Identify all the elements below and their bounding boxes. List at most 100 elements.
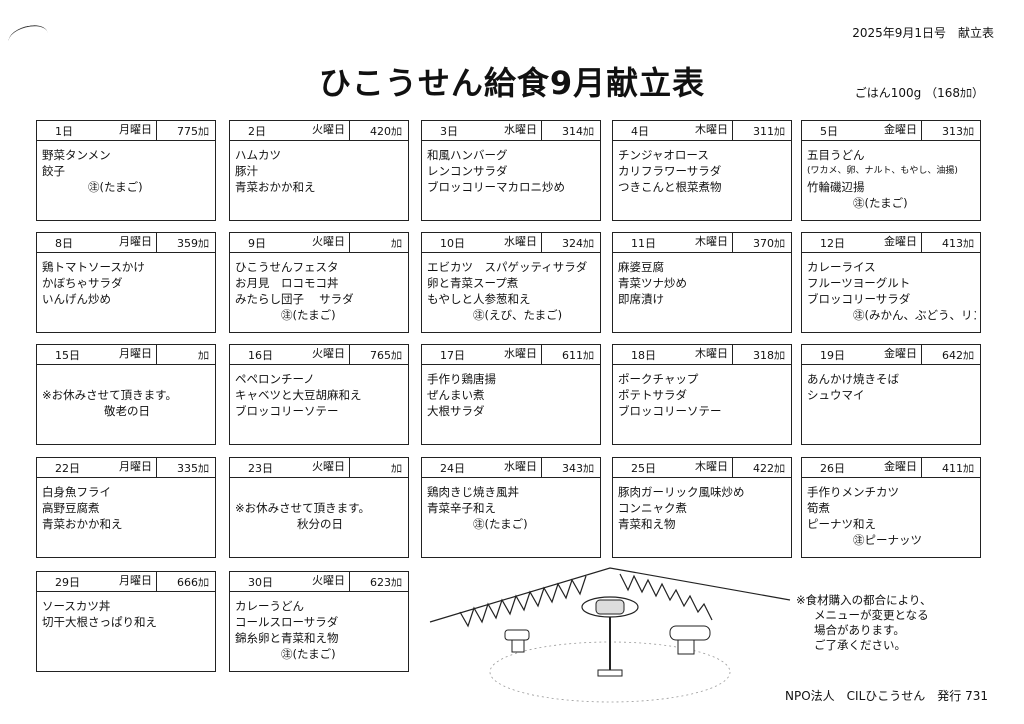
day-date: 1日 (55, 124, 73, 138)
day-weekday: 金曜日 (870, 458, 922, 477)
menu-items: ハムカツ豚汁青菜おかか和え (230, 141, 408, 195)
menu-item: カレーライス (807, 260, 876, 274)
menu-items: 豚肉ガーリック風味炒めコンニャク煮青菜和え物 (613, 478, 791, 532)
menu-item: レンコンサラダ (427, 164, 508, 178)
day-cell: 2日 火曜日 420ｶﾛ ハムカツ豚汁青菜おかか和え (229, 120, 409, 221)
day-date: 2日 (248, 124, 266, 138)
day-calories: 359ｶﾛ (177, 236, 209, 250)
day-calories: 420ｶﾛ (370, 124, 402, 138)
page-title: ひこうせん給食9月献立表 (318, 64, 706, 102)
menu-item: ブロッコリーマカロニ炒め (427, 180, 565, 194)
day-calories: 335ｶﾛ (177, 461, 209, 475)
day-header: 15日月曜日ｶﾛ (37, 345, 215, 365)
day-calories: 623ｶﾛ (370, 575, 402, 589)
day-weekday: 月曜日 (105, 458, 157, 477)
day-date: 10日 (440, 236, 465, 250)
day-calories: 370ｶﾛ (753, 236, 785, 250)
day-header: 9日火曜日ｶﾛ (230, 233, 408, 253)
day-weekday: 金曜日 (870, 121, 922, 140)
day-date: 4日 (631, 124, 649, 138)
notice-line: メニューが変更となる (814, 608, 929, 622)
menu-items: ※お休みさせて頂きます。秋分の日 (230, 478, 408, 532)
menu-items: 白身魚フライ高野豆腐煮青菜おかか和え (37, 478, 215, 532)
menu-item: 餃子 (42, 164, 65, 178)
allergy-note: ㊟(たまご) (281, 647, 336, 661)
menu-item: 五目うどん (807, 148, 865, 162)
menu-item: 青菜おかか和え (235, 180, 316, 194)
day-date: 15日 (55, 348, 80, 362)
day-weekday: 水曜日 (490, 458, 542, 477)
menu-item: コンニャク煮 (618, 501, 687, 515)
allergy-note: ㊟(えび、たまご) (473, 308, 563, 322)
day-calories: 324ｶﾛ (562, 236, 594, 250)
day-weekday: 木曜日 (681, 233, 733, 252)
day-calories: ｶﾛ (391, 461, 402, 475)
day-weekday: 月曜日 (105, 233, 157, 252)
menu-item: かぼちゃサラダ (42, 276, 123, 290)
day-weekday: 火曜日 (298, 458, 350, 477)
menu-item: 大根サラダ (427, 404, 485, 418)
day-date: 3日 (440, 124, 458, 138)
day-date: 12日 (820, 236, 845, 250)
menu-item: コールスローサラダ (235, 615, 339, 629)
day-weekday: 火曜日 (298, 121, 350, 140)
menu-item: 青菜辛子和え (427, 501, 496, 515)
day-weekday: 水曜日 (490, 121, 542, 140)
festival-illustration (429, 567, 791, 703)
change-notice: ※食材購入の都合により、メニューが変更となる場合があります。ご了承ください。 (796, 593, 931, 653)
day-date: 24日 (440, 461, 465, 475)
notice-line: ご了承ください。 (814, 638, 906, 652)
menu-item: 和風ハンバーグ (427, 148, 508, 162)
day-weekday: 月曜日 (105, 345, 157, 364)
day-weekday: 月曜日 (105, 121, 157, 140)
menu-item: いんげん炒め (42, 292, 111, 306)
day-weekday: 金曜日 (870, 345, 922, 364)
day-cell: 23日火曜日ｶﾛ※お休みさせて頂きます。秋分の日 (229, 457, 409, 558)
menu-item: 筍煮 (807, 501, 830, 515)
menu-item: ペペロンチーノ (235, 372, 315, 386)
day-calories: 318ｶﾛ (753, 348, 785, 362)
menu-items: ソースカツ丼切干大根さっぱり和え (37, 592, 215, 630)
menu-item: ブロッコリーソテー (618, 404, 722, 418)
day-calories: 666ｶﾛ (177, 575, 209, 589)
menu-item: 手作り鶏唐揚 (427, 372, 496, 386)
day-date: 25日 (631, 461, 656, 475)
day-weekday: 金曜日 (870, 233, 922, 252)
day-weekday: 木曜日 (681, 458, 733, 477)
allergy-note: ㊟(たまご) (88, 180, 143, 194)
menu-item: ピーナツ和え (807, 517, 876, 531)
day-calories: 611ｶﾛ (562, 348, 594, 362)
menu-item: ハムカツ (235, 148, 281, 162)
allergy-note: ㊟ピーナッツ (853, 533, 922, 547)
menu-item: エビカツ スパゲッティサラダ (427, 260, 588, 274)
day-cell: 9日火曜日ｶﾛひこうせんフェスタお月見 ロコモコ丼みたらし団子 サラダ㊟(たまご… (229, 232, 409, 333)
menu-items: あんかけ焼きそばシュウマイ (802, 365, 980, 403)
day-cell: 15日月曜日ｶﾛ※お休みさせて頂きます。敬老の日 (36, 344, 216, 445)
day-date: 30日 (248, 575, 273, 589)
menu-items: ひこうせんフェスタお月見 ロコモコ丼みたらし団子 サラダ㊟(たまご) (230, 253, 408, 323)
